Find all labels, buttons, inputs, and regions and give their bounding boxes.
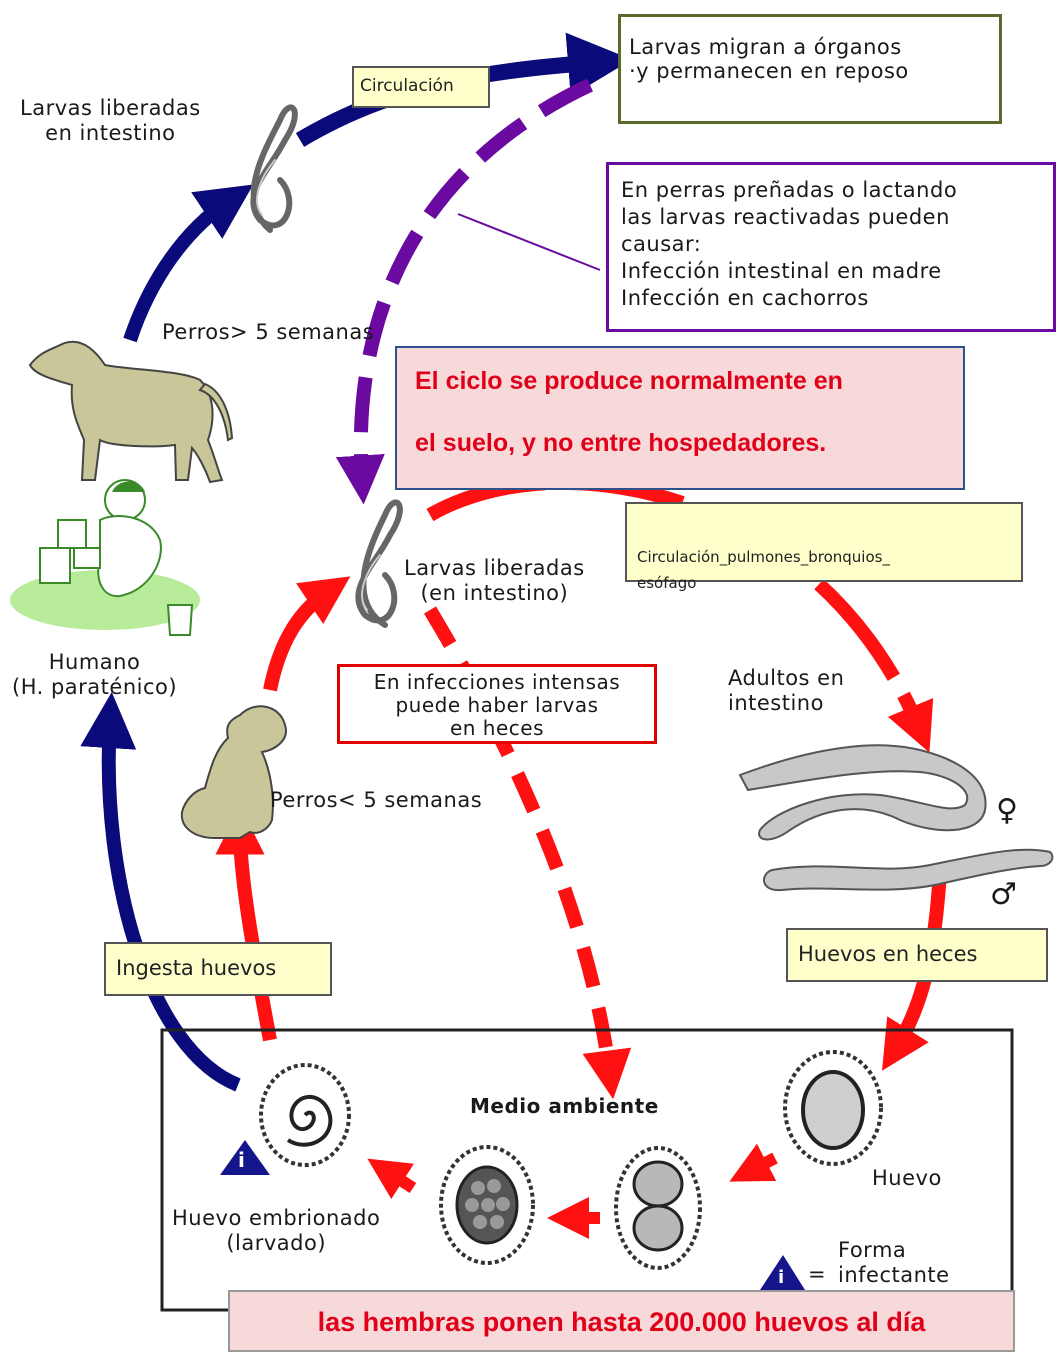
male-symbol: ♂ [990,880,1017,910]
label-perros-mayor: Perros> 5 semanas [162,320,374,345]
red-arrow-pup-to-larvae [270,590,330,690]
infecciones-intensas-text: En infecciones intensas puede haber larv… [342,671,652,740]
egg-unembryonated-icon [785,1052,881,1164]
tag-huevos-heces: Huevos en heces [786,928,1048,982]
label-humano: Humano (H. paraténico) [12,650,177,700]
tag-huevos-heces-text: Huevos en heces [798,942,977,966]
female-symbol: ♀ [996,796,1018,826]
red-arrow-stage-3 [385,1170,413,1188]
child-playing-icon [10,480,200,635]
legend-equals: = [808,1262,826,1287]
tag-ingesta-huevos-text: Ingesta huevos [116,956,276,980]
legend-info-letter: i [778,1265,785,1290]
purple-pointer-line [458,214,600,270]
label-larvas-liberadas-top: Larvas liberadas en intestino [20,96,201,146]
larva-top-icon [253,107,295,230]
blue-arrow-dog-to-larvae [130,200,230,340]
adult-dog-icon [30,342,232,482]
larva-middle-icon [358,502,400,625]
egg-morula-icon [441,1147,533,1263]
label-adultos: Adultos en intestino [728,666,844,716]
legend-forma-infectante: Forma infectante [838,1238,950,1288]
note-ciclo-callout: El ciclo se produce normalmente en el su… [395,346,965,490]
label-huevo-embrionado: Huevo embrionado (larvado) [172,1206,380,1256]
label-perros-menor: Perros< 5 semanas [270,788,482,813]
puppy-icon [182,706,286,838]
note-hembras-callout: las hembras ponen hasta 200.000 huevos a… [228,1290,1015,1352]
egg-two-cell-icon [616,1148,700,1268]
tag-circulacion: Circulación [352,66,490,108]
box-larvas-migran: Larvas migran a órganos ·y permanecen en… [618,14,1002,124]
perras-text: En perras preñadas o lactando las larvas… [621,177,1041,312]
egg-embryonated-icon [261,1065,349,1165]
female-worm-icon [740,745,986,839]
larvas-migran-text: Larvas migran a órganos ·y permanecen en… [629,35,991,83]
box-infecciones-intensas: En infecciones intensas puede haber larv… [337,664,657,744]
red-arrow-egg-to-pup [240,830,270,1040]
red-arrow-stage-1 [748,1158,775,1172]
label-larvas-liberadas-mid: Larvas liberadas (en intestino) [404,556,585,606]
box-perras: En perras preñadas o lactando las larvas… [606,162,1056,332]
label-huevo: Huevo [872,1166,942,1191]
tag-circulacion-pulmones: Circulación_pulmones_bronquios_ esófago [625,502,1023,582]
info-letter: i [238,1148,245,1173]
tag-ingesta-huevos: Ingesta huevos [104,942,332,996]
note-ciclo-text: El ciclo se produce normalmente en el su… [415,366,945,459]
note-hembras-text: las hembras ponen hasta 200.000 huevos a… [242,1306,1001,1338]
label-medio-ambiente: Medio ambiente [470,1094,659,1119]
tag-circulacion-text: Circulación [360,76,454,96]
